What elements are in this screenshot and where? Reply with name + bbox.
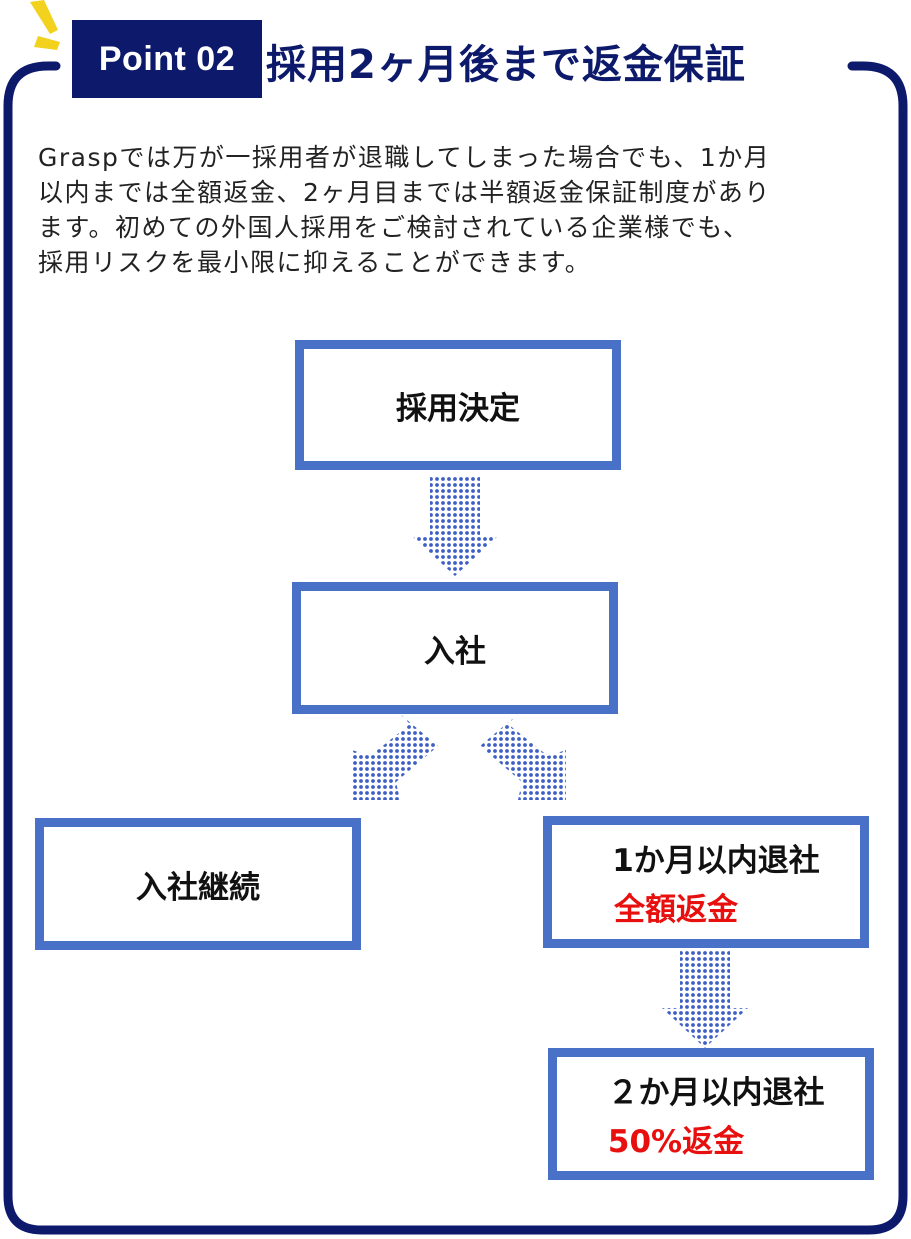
- hire-decision-box: 採用決定: [295, 340, 621, 470]
- leave-2m-box: ２か月以内退社 50%返金: [548, 1048, 874, 1180]
- continue-label: 入社継続: [136, 869, 260, 906]
- hire-decision-label: 採用決定: [396, 390, 520, 427]
- point-badge: Point 02: [72, 20, 262, 98]
- arrow-down-right-icon: [480, 714, 566, 800]
- join-label: 入社: [424, 633, 486, 670]
- intro-line: Graspでは万が一採用者が退職してしまった場合でも、1か月: [38, 143, 771, 172]
- leave-1m-refund: 全額返金: [614, 892, 738, 928]
- intro-text: Graspでは万が一採用者が退職してしまった場合でも、1か月 以内までは全額返金…: [38, 140, 873, 280]
- intro-line: ます。初めての外国人採用をご検討されている企業様でも、: [38, 213, 750, 242]
- leave-2m-refund: 50%返金: [607, 1124, 745, 1160]
- arrow-down-icon: [412, 476, 498, 576]
- arrow-down-left-icon: [352, 714, 438, 800]
- accent-rays-icon: [30, 0, 60, 50]
- continue-box: 入社継続: [35, 818, 361, 950]
- page-title: 採用2ヶ月後まで返金保証: [266, 42, 746, 88]
- leave-1m-label: 1か月以内退社: [612, 843, 820, 879]
- intro-line: 採用リスクを最小限に抑えることができます。: [38, 248, 592, 277]
- frame-outline: [3, 61, 908, 1235]
- intro-line: 以内までは全額返金、2ヶ月目までは半額返金保証制度があり: [38, 178, 771, 207]
- leave-2m-label: ２か月以内退社: [607, 1075, 825, 1111]
- arrow-down-icon: [662, 950, 748, 1048]
- join-box: 入社: [292, 582, 618, 714]
- leave-1m-box: 1か月以内退社 全額返金: [543, 816, 869, 948]
